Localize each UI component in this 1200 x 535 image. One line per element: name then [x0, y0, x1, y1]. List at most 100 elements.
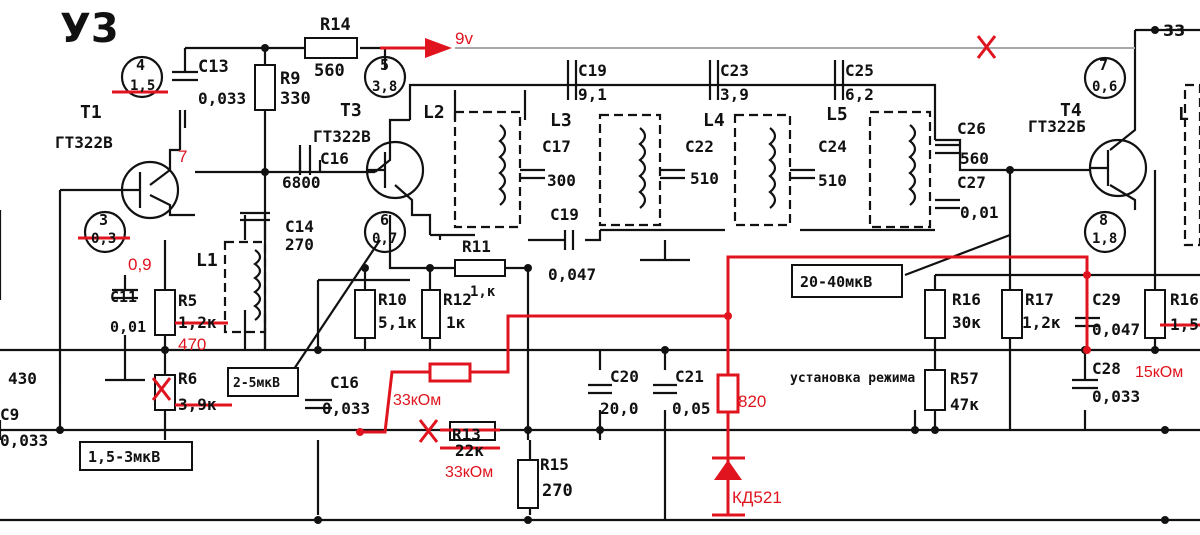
c16a-ref: C16: [320, 149, 349, 168]
l6-ref: L: [1178, 104, 1189, 125]
tp6-val: 0,7: [372, 231, 397, 247]
r6-val: 3,9к: [178, 395, 217, 414]
r11-val: 1,к: [470, 284, 496, 300]
tp4-num: 4: [136, 56, 145, 74]
c27-plates: [935, 198, 960, 210]
c14-plates: [240, 211, 270, 222]
t4-ref: T4: [1060, 100, 1082, 121]
c11-val: 0,01: [110, 318, 146, 336]
r5-body: [154, 289, 176, 336]
c13-val: 0,033: [198, 89, 246, 108]
anno-diode: КД521: [732, 488, 782, 507]
l2-ref: L2: [423, 102, 445, 123]
c28-ref: C28: [1092, 359, 1121, 378]
test-point-circles: [83, 55, 1127, 254]
mode-label: установка режима: [790, 371, 915, 386]
tp4-circle: [120, 55, 164, 99]
c21-val: 0,05: [672, 399, 711, 418]
c9-val: 0,033: [0, 431, 48, 450]
c14-ref: C14: [285, 217, 314, 236]
c16a-val: 6800: [282, 173, 321, 192]
r11-body: [454, 259, 506, 277]
c13-ref: C13: [198, 57, 229, 77]
t3-ref: T3: [340, 100, 362, 121]
anno-r-new-820: 820: [738, 392, 766, 411]
c19a-plates: [566, 60, 578, 100]
c25-val: 6,2: [845, 85, 874, 104]
x-mark-r13: [418, 419, 439, 443]
r5-val: 1,2к: [178, 313, 217, 332]
r6-ref: R6: [178, 369, 197, 388]
c20-val: 20,0: [600, 399, 639, 418]
r15-val: 270: [542, 481, 573, 501]
tp3-circle: [83, 210, 127, 254]
c22-ref: C22: [685, 137, 714, 156]
tp3-num: 3: [99, 211, 108, 229]
new-wire-path: [360, 314, 745, 517]
vbox-20-40: [791, 264, 903, 298]
c23-ref: C23: [720, 61, 749, 80]
tp5-num: 5: [380, 56, 389, 74]
t4-type: ГТ322Б: [1028, 117, 1086, 136]
t1-type: ГТ322В: [55, 133, 113, 152]
diode-triangle: [714, 460, 742, 480]
anno-r5-new: 470: [178, 335, 206, 354]
c23-val: 3,9: [720, 85, 749, 104]
r11-ref: R11: [462, 237, 491, 256]
c22-val: 510: [690, 169, 719, 188]
r10-body: [354, 289, 376, 339]
coil-symbols: [223, 83, 1200, 334]
left-value: 430: [8, 369, 37, 388]
r13-val: 22к: [455, 441, 484, 460]
tp8-num: 8: [1099, 211, 1108, 229]
c26-ref: C26: [957, 119, 986, 138]
r18-val: 1,5к: [1170, 315, 1200, 334]
l5-screen: [868, 110, 932, 229]
tp5-circle: [363, 55, 407, 99]
vbox-1-5-3: [79, 441, 193, 471]
tp6-circle: [363, 210, 407, 254]
l1-ref: L1: [196, 250, 218, 271]
new-wire-top: [726, 255, 1089, 350]
r9-val: 330: [280, 89, 311, 109]
r16-val: 30к: [952, 313, 981, 332]
c26-val: 560: [960, 149, 989, 168]
new-resistor-33k: [428, 362, 472, 383]
l5-ref: L5: [826, 104, 848, 125]
l4-ref: L4: [703, 110, 725, 131]
board-title: У3: [60, 6, 119, 52]
r15-ref: R15: [540, 455, 569, 474]
r9-ref: R9: [280, 69, 300, 89]
c26-plates: [935, 143, 960, 155]
c17-ref: C17: [542, 137, 571, 156]
c24-plates: [790, 168, 815, 180]
c16b-val: 0,033: [322, 399, 370, 418]
c22-plates: [660, 168, 685, 180]
new-resistor-820: [716, 373, 740, 414]
c28-val: 0,033: [1092, 387, 1140, 406]
c11-plates: [112, 288, 138, 300]
c20-plates: [588, 383, 612, 395]
capacitor-symbols: [112, 60, 1100, 410]
r16-body: [924, 289, 946, 339]
tp7-num: 7: [1099, 56, 1108, 74]
r10-val: 5,1к: [378, 313, 417, 332]
r9-body: [254, 64, 276, 111]
l6-screen: [1183, 83, 1200, 247]
tp3-val: 0,3: [91, 231, 116, 247]
c16b-plates: [305, 398, 332, 410]
c17-val: 300: [547, 171, 576, 190]
r12-ref: R12: [443, 290, 472, 309]
l2-screen: [453, 110, 522, 229]
r17-ref: R17: [1025, 290, 1054, 309]
r14-ref: R14: [320, 15, 351, 35]
c14-val: 270: [285, 235, 314, 254]
r14-body: [304, 37, 358, 59]
tp4-val: 1,5: [130, 78, 155, 94]
r12-val: 1к: [446, 313, 466, 332]
r17-body: [1001, 289, 1023, 339]
red-modifications: [78, 35, 1200, 517]
c19b-ref: C19: [550, 205, 579, 224]
c16b-ref: C16: [330, 373, 359, 392]
